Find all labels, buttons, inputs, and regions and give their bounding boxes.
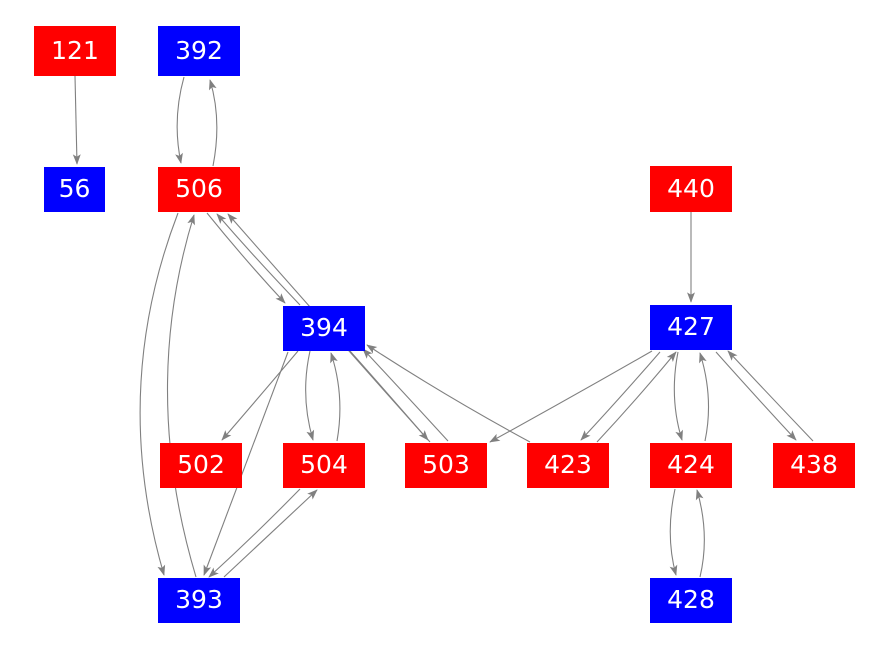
node-label-424: 424 xyxy=(667,450,715,479)
node-label-394: 394 xyxy=(300,313,348,342)
node-label-392: 392 xyxy=(175,35,223,65)
edge-394-to-504 xyxy=(305,350,315,441)
edge-393-to-504 xyxy=(223,489,318,578)
edge-394-to-506 xyxy=(216,213,301,306)
edge-428-to-424 xyxy=(695,489,705,578)
graph-node-504[interactable]: 504 xyxy=(283,443,365,488)
edge-423-to-394 xyxy=(366,344,531,443)
edge-393-to-506 xyxy=(166,214,197,578)
node-label-502: 502 xyxy=(177,450,225,479)
edge-427-to-424 xyxy=(673,351,683,441)
node-label-503: 503 xyxy=(422,450,470,479)
edge-427-to-503 xyxy=(489,350,653,443)
edge-506-to-394 xyxy=(206,212,286,304)
graph-node-56[interactable]: 56 xyxy=(44,167,105,212)
edge-503-to-394 xyxy=(362,348,449,442)
node-label-393: 393 xyxy=(175,585,223,614)
node-label-506: 506 xyxy=(175,174,223,203)
edge-423-to-427 xyxy=(596,351,677,443)
edge-394-to-503 xyxy=(349,350,429,441)
graph-node-502[interactable]: 502 xyxy=(160,443,242,488)
edge-121-to-56 xyxy=(72,75,81,165)
node-label-428: 428 xyxy=(667,585,715,614)
edge-427-to-423 xyxy=(580,351,661,441)
node-label-121: 121 xyxy=(51,35,99,65)
graph-node-424[interactable]: 424 xyxy=(650,443,732,488)
edge-424-to-427 xyxy=(699,352,710,442)
graph-node-503[interactable]: 503 xyxy=(405,443,487,488)
graph-node-440[interactable]: 440 xyxy=(650,166,732,212)
edge-424-to-428 xyxy=(669,488,678,576)
edge-427-to-438 xyxy=(715,351,797,441)
edge-506-to-393 xyxy=(139,212,179,576)
graph-node-392[interactable]: 392 xyxy=(158,26,240,76)
graph-node-428[interactable]: 428 xyxy=(650,578,732,623)
node-label-440: 440 xyxy=(667,173,715,203)
graph-node-393[interactable]: 393 xyxy=(158,578,240,623)
edge-506-to-392 xyxy=(208,79,218,167)
edge-438-to-427 xyxy=(727,350,814,442)
node-label-423: 423 xyxy=(544,450,592,479)
edge-394-to-502 xyxy=(221,350,299,441)
graph-node-427[interactable]: 427 xyxy=(650,305,732,350)
node-label-427: 427 xyxy=(667,312,715,341)
graph-node-394[interactable]: 394 xyxy=(283,306,365,351)
node-label-438: 438 xyxy=(790,450,838,479)
node-label-504: 504 xyxy=(300,450,348,479)
graph-node-438[interactable]: 438 xyxy=(773,443,855,488)
node-label-56: 56 xyxy=(58,174,91,203)
edge-504-to-393 xyxy=(208,488,301,578)
graph-node-121[interactable]: 121 xyxy=(34,26,116,76)
graph-node-423[interactable]: 423 xyxy=(527,443,609,488)
graph-node-506[interactable]: 506 xyxy=(158,167,240,212)
edge-392-to-506 xyxy=(175,76,185,164)
edge-504-to-394 xyxy=(330,352,341,442)
